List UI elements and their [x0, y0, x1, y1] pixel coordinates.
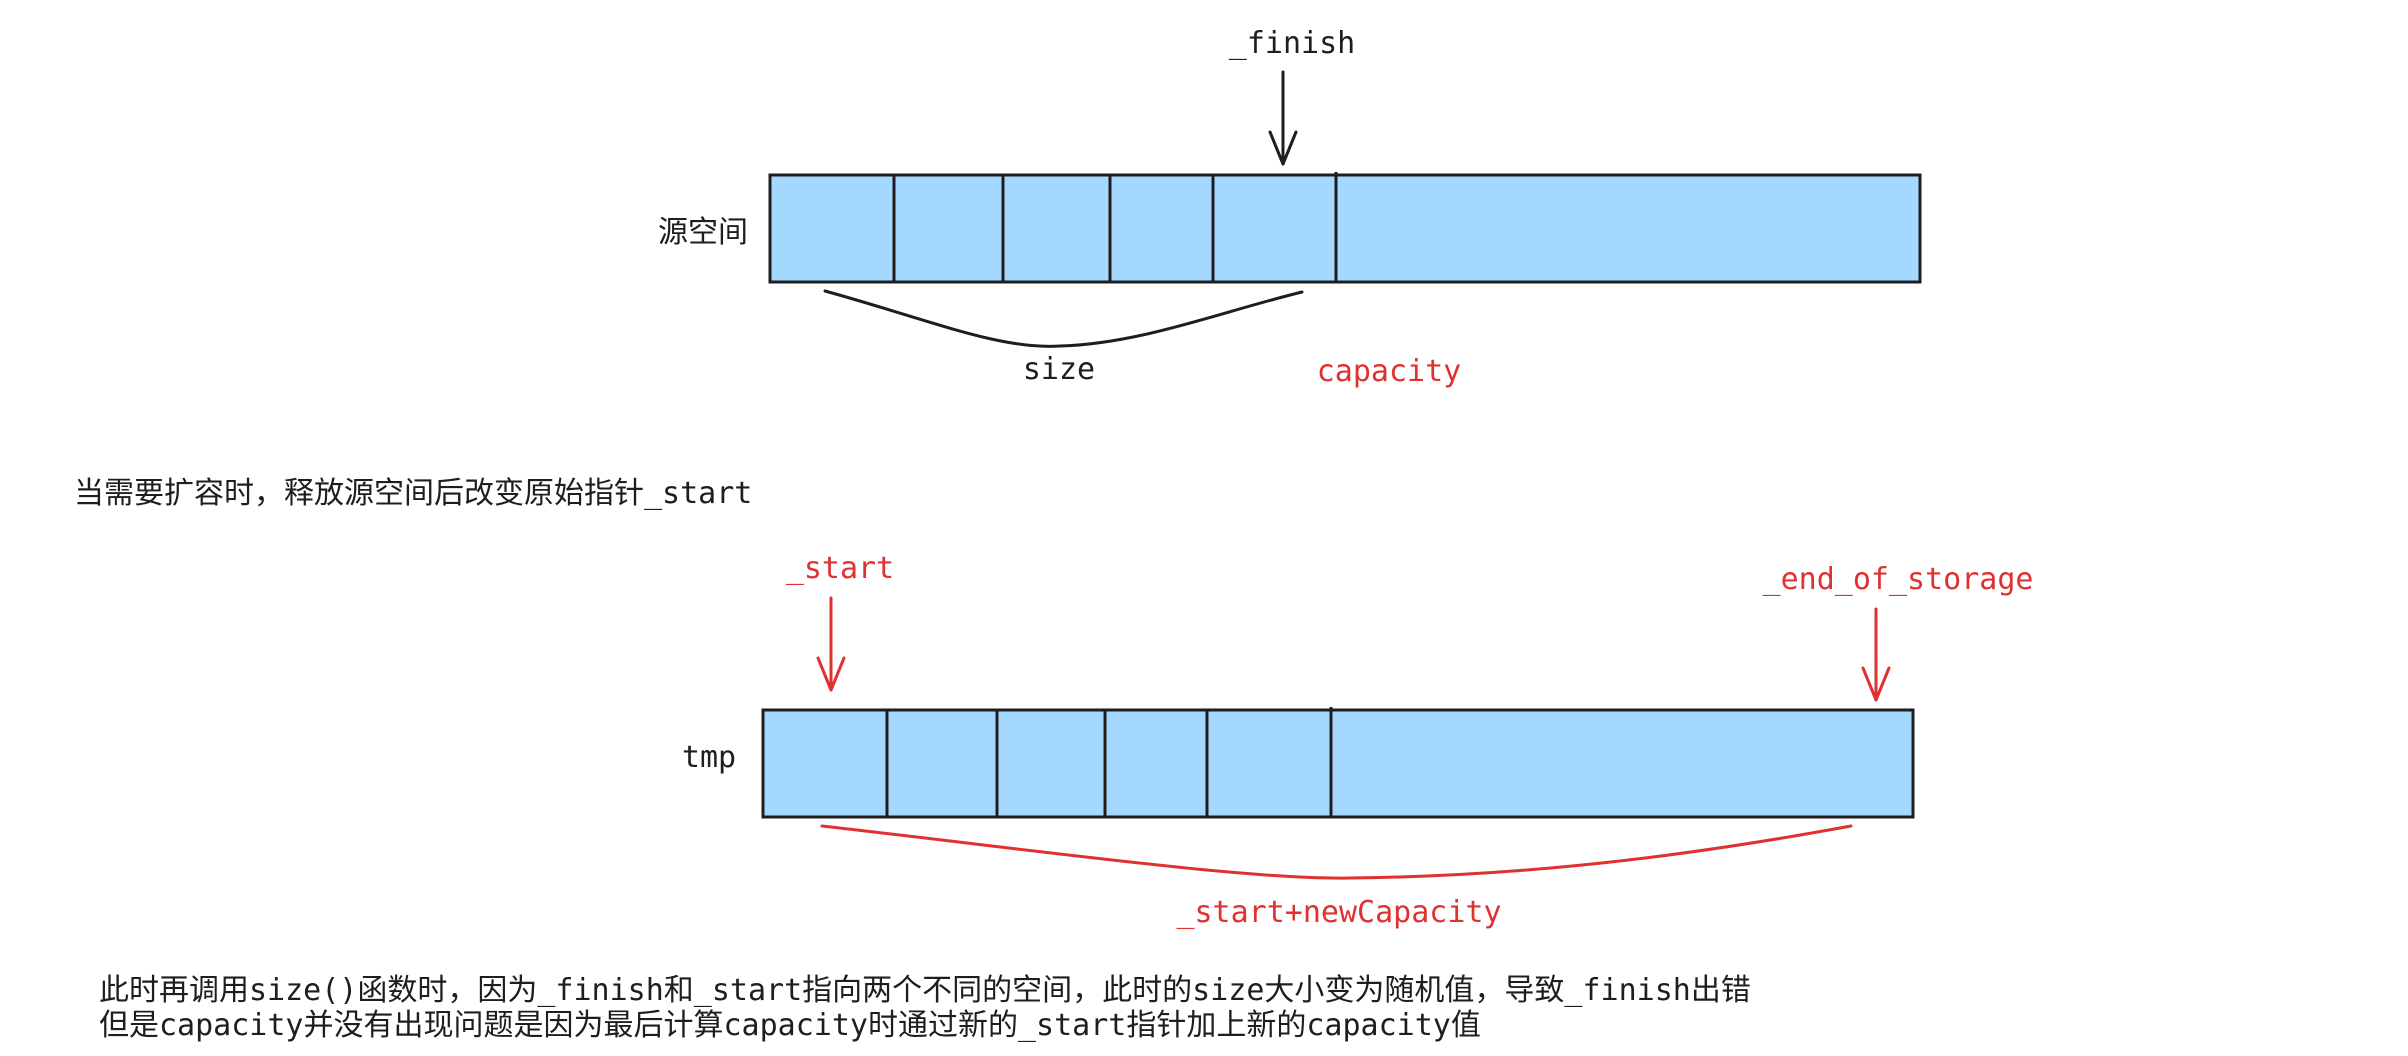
source-array-block [768, 173, 1922, 284]
new-capacity-label: _start+newCapacity [1176, 895, 1501, 930]
source-array [768, 172, 1922, 284]
note-line-1: 此时再调用size()函数时，因为_finish和_start指向两个不同的空间… [99, 973, 1751, 1008]
finish-arrow [1268, 70, 1298, 166]
tmp-array [761, 707, 1915, 819]
size-brace [823, 289, 1304, 348]
tmp-array-block [761, 708, 1915, 819]
reallocation-caption: 当需要扩容时，释放源空间后改变原始指针_start [74, 476, 753, 511]
note-line-2: 但是capacity并没有出现问题是因为最后计算capacity时通过新的_st… [99, 1008, 1481, 1043]
size-label: size [1023, 352, 1095, 387]
finish-pointer-label: _finish [1229, 26, 1355, 61]
end-of-storage-arrow [1861, 607, 1891, 702]
capacity-label: capacity [1317, 354, 1462, 389]
start-arrow [816, 596, 846, 692]
tmp-label: tmp [682, 740, 736, 775]
end-of-storage-pointer-label: _end_of_storage [1763, 562, 2034, 597]
start-pointer-label: _start [786, 551, 894, 586]
new-capacity-brace [820, 824, 1853, 880]
source-space-label: 源空间 [658, 215, 748, 250]
